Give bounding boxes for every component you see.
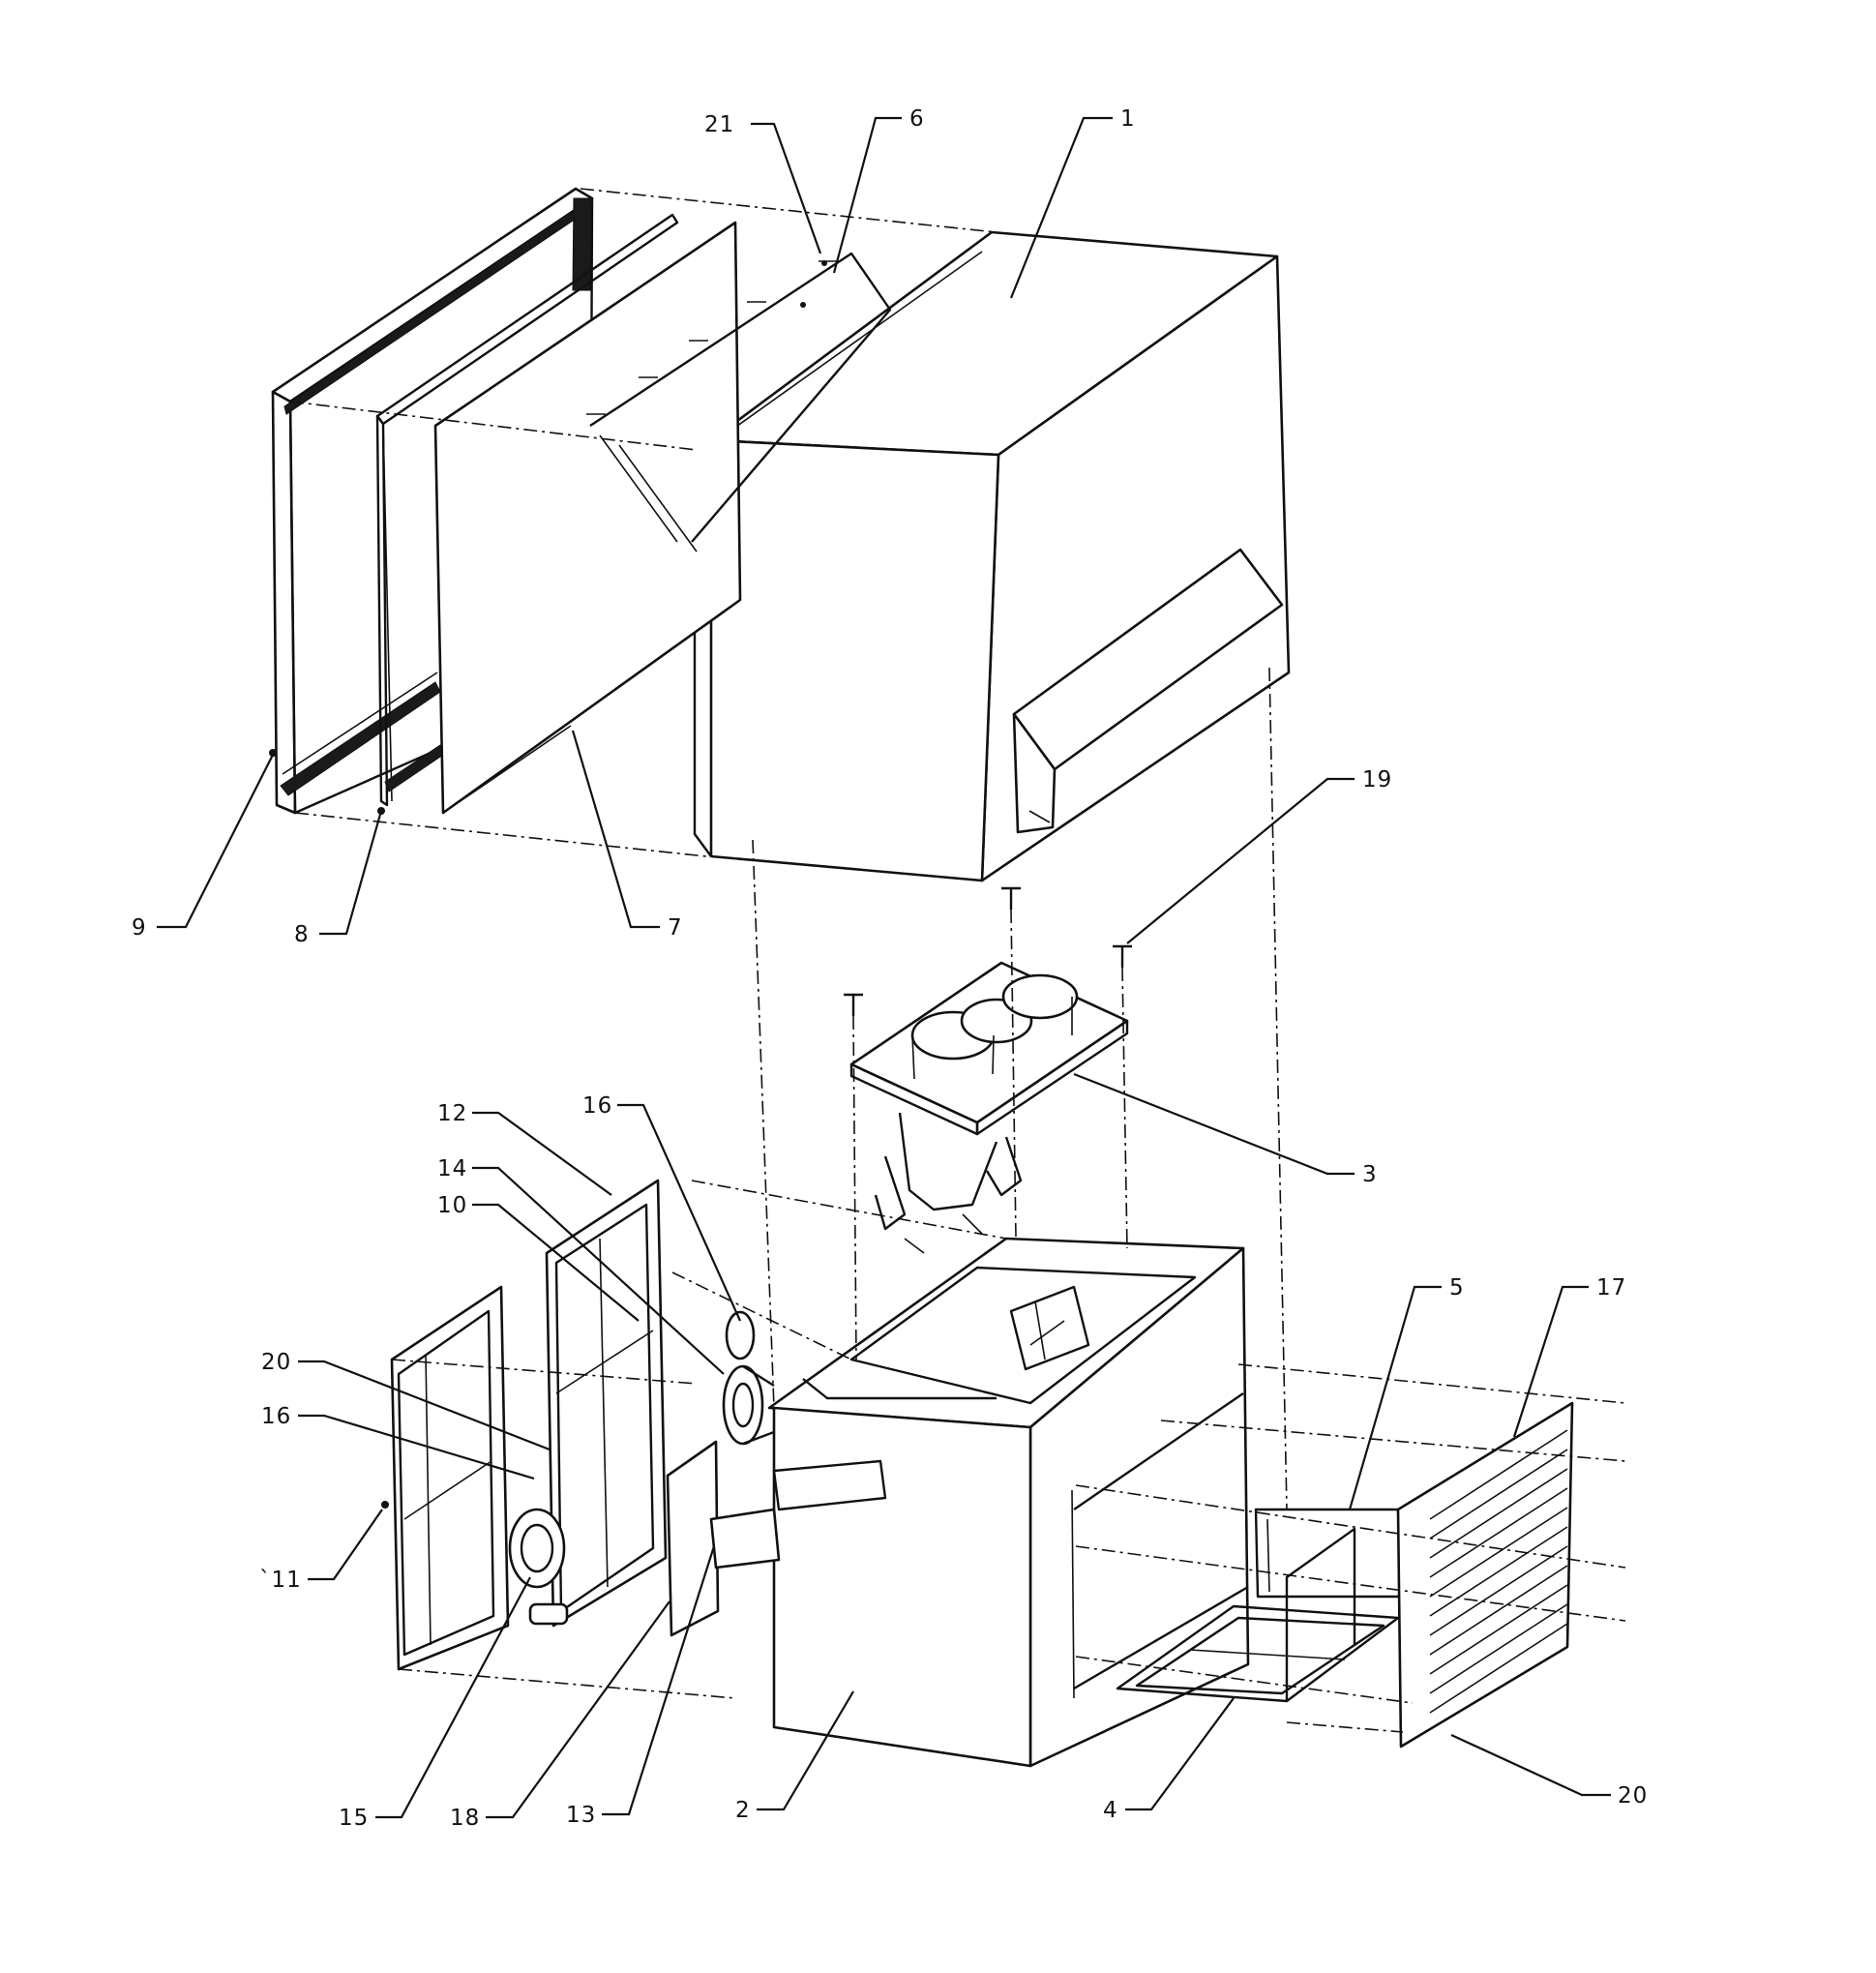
circuit-card-part-18: [666, 1440, 720, 1637]
chassis-tray-part-4: [1116, 1527, 1400, 1703]
callout-14: 14: [437, 1156, 467, 1181]
callout-leaders: [157, 116, 1611, 1819]
callout-6: 6: [909, 106, 925, 132]
callout-9: 9: [132, 915, 147, 941]
callout-12: 12: [437, 1101, 467, 1126]
control-board-part-12: [545, 1179, 668, 1628]
port-tube-part-16: [722, 1310, 775, 1446]
callout-18: 18: [450, 1806, 480, 1831]
upper-cabinet-part-1: [693, 230, 1291, 882]
screen-panel-part-7: [433, 221, 742, 815]
callout-2: 2: [735, 1798, 751, 1823]
callout-19: 19: [1362, 767, 1392, 792]
lower-cabinet-part-2: [767, 1237, 1250, 1768]
callout-10: 10: [437, 1193, 467, 1218]
callout-16-left: 16: [261, 1404, 291, 1429]
callout-4: 4: [1103, 1798, 1118, 1823]
mirror-bracket-part-6: [589, 252, 892, 553]
screw-row-part-21: [586, 260, 838, 415]
callout-11: `11: [259, 1568, 302, 1593]
callout-20-left: 20: [261, 1350, 291, 1375]
optical-engine-part-3: [849, 961, 1129, 1254]
callout-13: 13: [566, 1803, 596, 1828]
callout-labels: 1 21 6 9 8 7 19 3 12 14 10 16 20 16 `11 …: [132, 106, 1648, 1831]
callout-3: 3: [1362, 1162, 1378, 1187]
callout-20-right: 20: [1618, 1783, 1648, 1809]
callout-15: 15: [339, 1806, 369, 1831]
rear-vent-panel-part-17: [1396, 1401, 1574, 1749]
connector-part-13: [709, 1459, 887, 1569]
callout-21: 21: [704, 112, 734, 137]
callout-7: 7: [668, 915, 683, 941]
screws-part-19: [844, 886, 1132, 1016]
callout-1: 1: [1120, 106, 1136, 132]
rear-access-panel-part-11: [381, 1285, 510, 1671]
callout-5: 5: [1449, 1275, 1465, 1300]
front-bezel-part-9: [269, 187, 594, 815]
callout-17: 17: [1596, 1275, 1626, 1300]
callout-8: 8: [294, 922, 310, 947]
assembly-guide-lines: [289, 188, 1626, 1733]
callout-16-top: 16: [582, 1093, 612, 1119]
speaker-part-15: [508, 1508, 569, 1626]
